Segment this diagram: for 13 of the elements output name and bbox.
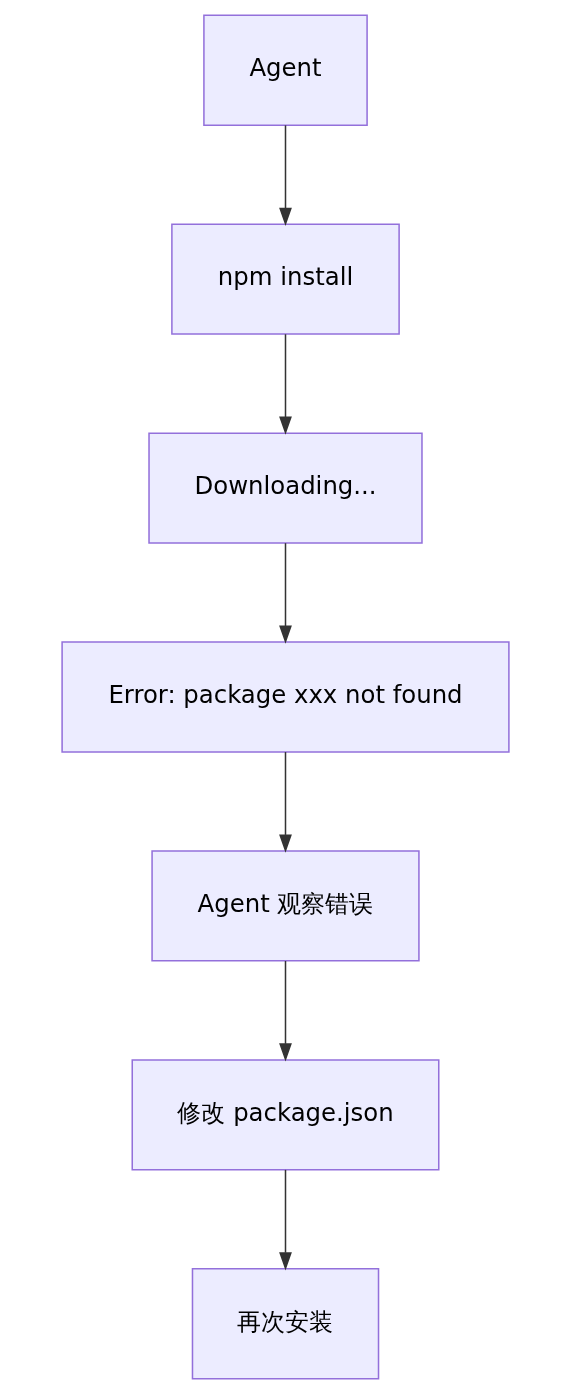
arrow	[278, 1169, 292, 1271]
arrow	[278, 333, 292, 435]
node-box: Agent 观察错误	[150, 850, 420, 962]
node-box: npm install	[170, 223, 400, 335]
arrow	[278, 960, 292, 1062]
arrow	[278, 542, 292, 644]
node-box: Agent	[202, 14, 368, 126]
node-box: 再次安装	[191, 1268, 379, 1380]
node-box: Downloading...	[147, 432, 423, 544]
arrow	[278, 751, 292, 853]
node-box: Error: package xxx not found	[60, 641, 510, 753]
node-box: 修改 package.json	[131, 1059, 439, 1171]
arrow	[278, 124, 292, 226]
